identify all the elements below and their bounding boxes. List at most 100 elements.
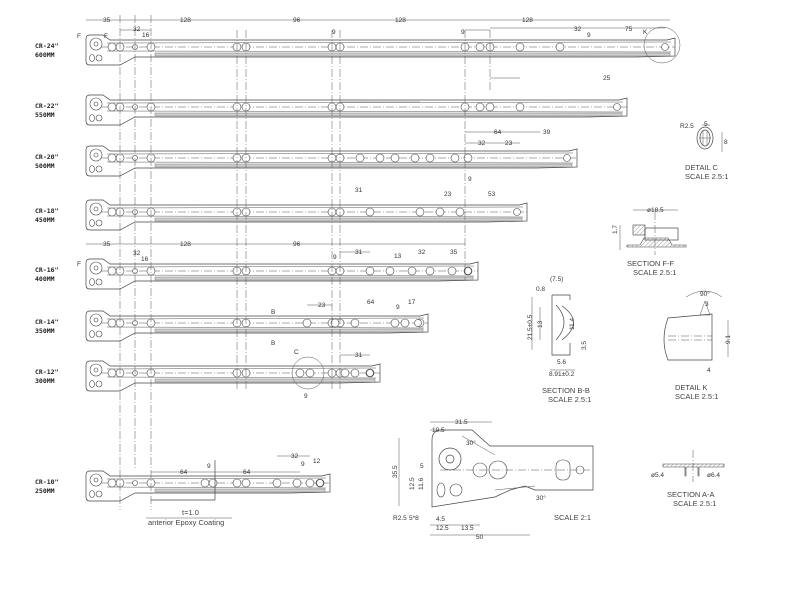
- center-lines: [119, 15, 681, 510]
- dimension-label: 9: [468, 176, 472, 183]
- dimension-label: 64: [180, 469, 188, 476]
- dimension-label: 32: [133, 26, 141, 33]
- dimension-lines: [86, 19, 670, 473]
- rail-hole: [107, 207, 117, 217]
- rail-hole: [241, 478, 251, 488]
- dim-label: 5: [704, 121, 708, 128]
- rail-size-label: 600MM: [35, 51, 55, 59]
- epoxy-band: [154, 163, 573, 168]
- dim-label: R2.5: [393, 515, 407, 522]
- dimension-label: 32: [478, 140, 486, 147]
- section-scale: SCALE 2.5:1: [633, 268, 676, 277]
- dimension-label: 96: [293, 241, 301, 248]
- rail-outline: [85, 258, 479, 290]
- dim-label: 13: [537, 320, 544, 328]
- epoxy-band: [154, 52, 671, 57]
- rail-hole: [447, 266, 457, 276]
- rail-hole: [385, 266, 395, 276]
- dim-label: 5: [420, 463, 424, 470]
- dimension-label: 9: [396, 304, 400, 311]
- dimension-label: 12: [313, 458, 321, 465]
- detail-title: DETAIL K: [675, 383, 708, 392]
- rail-size-label: 300MM: [35, 377, 55, 385]
- rail-hole: [200, 478, 210, 488]
- rail-hole: [515, 102, 525, 112]
- rail-hole: [350, 368, 360, 378]
- rail-hole: [475, 42, 485, 52]
- rail-hole: [415, 207, 425, 217]
- rail-model-label: CR-10": [35, 478, 59, 486]
- rail-hole: [455, 207, 465, 217]
- dimension-label: F: [77, 261, 81, 268]
- dim-label: 3: [705, 301, 709, 308]
- rail-views: CR-24"600MMCR-22"550MMCR-20"500MMCR-18"4…: [35, 34, 676, 502]
- rail-outline: [85, 360, 381, 392]
- rail-hole: [425, 266, 435, 276]
- rail-hole: [107, 478, 117, 488]
- rail-hole: [450, 153, 460, 163]
- rail-outline: [85, 34, 676, 66]
- bracket-detail: 31.5 10.5 30° 35.5 5 12.5 11.6 R2.5 5*8 …: [392, 419, 594, 541]
- section-scale: SCALE 2.5:1: [548, 395, 591, 404]
- rail-view: CR-10"250MM: [35, 470, 331, 502]
- detail-scale: SCALE 2.5:1: [675, 392, 718, 401]
- rail-view: CR-24"600MM: [35, 34, 676, 66]
- section-title: SECTION A-A: [667, 490, 715, 499]
- section-f-f: ø18.5 1.7 SECTION F-F SCALE 2.5:1: [612, 207, 687, 277]
- detail-c: R2.5 5 8 DETAIL C SCALE 2.5:1: [680, 121, 728, 181]
- dim-label: ø5.4: [651, 472, 664, 479]
- dim-label: ø18.5: [647, 207, 664, 214]
- rail-hole: [375, 153, 385, 163]
- detail-title: DETAIL C: [685, 163, 719, 172]
- dimension-label: 39: [543, 129, 551, 136]
- dim-label: R2.5: [680, 123, 694, 130]
- dimension-label: 64: [367, 299, 375, 306]
- rail-hole: [107, 153, 117, 163]
- dimension-label: 32: [133, 250, 141, 257]
- section-title: SECTION B-B: [542, 386, 590, 395]
- rail-outline: [85, 199, 528, 231]
- dimension-label: 35: [103, 241, 111, 248]
- rail-hole: [295, 368, 305, 378]
- dim-label: 0.8: [536, 286, 545, 293]
- dimension-label: 9: [587, 32, 591, 39]
- rail-hole: [390, 318, 400, 328]
- dim-label: 12.5: [409, 477, 416, 490]
- dimension-label: 32: [574, 26, 582, 33]
- rail-size-label: 350MM: [35, 327, 55, 335]
- rail-view: CR-22"550MM: [35, 94, 628, 126]
- rail-model-label: CR-12": [35, 368, 59, 376]
- dimension-label: K: [643, 29, 648, 36]
- dimension-label: 9: [207, 463, 211, 470]
- dimension-label: 9: [304, 393, 308, 400]
- dimension-label: 13: [394, 253, 402, 260]
- dim-label: 21.5±0.5: [527, 314, 534, 340]
- rail-size-label: 400MM: [35, 275, 55, 283]
- epoxy-band: [154, 328, 424, 333]
- rail-hole: [302, 318, 312, 328]
- rail-hole: [107, 102, 117, 112]
- rail-hole: [350, 318, 360, 328]
- rail-hole: [107, 42, 117, 52]
- rail-model-label: CR-22": [35, 102, 59, 110]
- rail-hole: [107, 318, 117, 328]
- dim-label: 90°: [700, 290, 710, 298]
- rail-hole: [485, 102, 495, 112]
- dim-label: 4: [707, 367, 711, 374]
- dim-label: 13.5: [461, 525, 474, 532]
- detail-scale: SCALE 2.5:1: [685, 172, 728, 181]
- dimension-label: 128: [522, 17, 533, 24]
- dimension-label: 16: [142, 32, 150, 39]
- dimension-label: 9: [332, 29, 336, 36]
- rail-hole: [330, 318, 340, 328]
- rail-view: CR-20"500MM: [35, 145, 578, 177]
- coating-note: anterior Epoxy Coating: [148, 518, 224, 527]
- dimension-label: 53: [488, 191, 496, 198]
- dimension-label: 96: [293, 17, 301, 24]
- rail-model-label: CR-20": [35, 153, 59, 161]
- dimension-label: 64: [494, 129, 502, 136]
- dimension-label: F: [77, 33, 81, 40]
- dimension-label: 16: [141, 256, 149, 263]
